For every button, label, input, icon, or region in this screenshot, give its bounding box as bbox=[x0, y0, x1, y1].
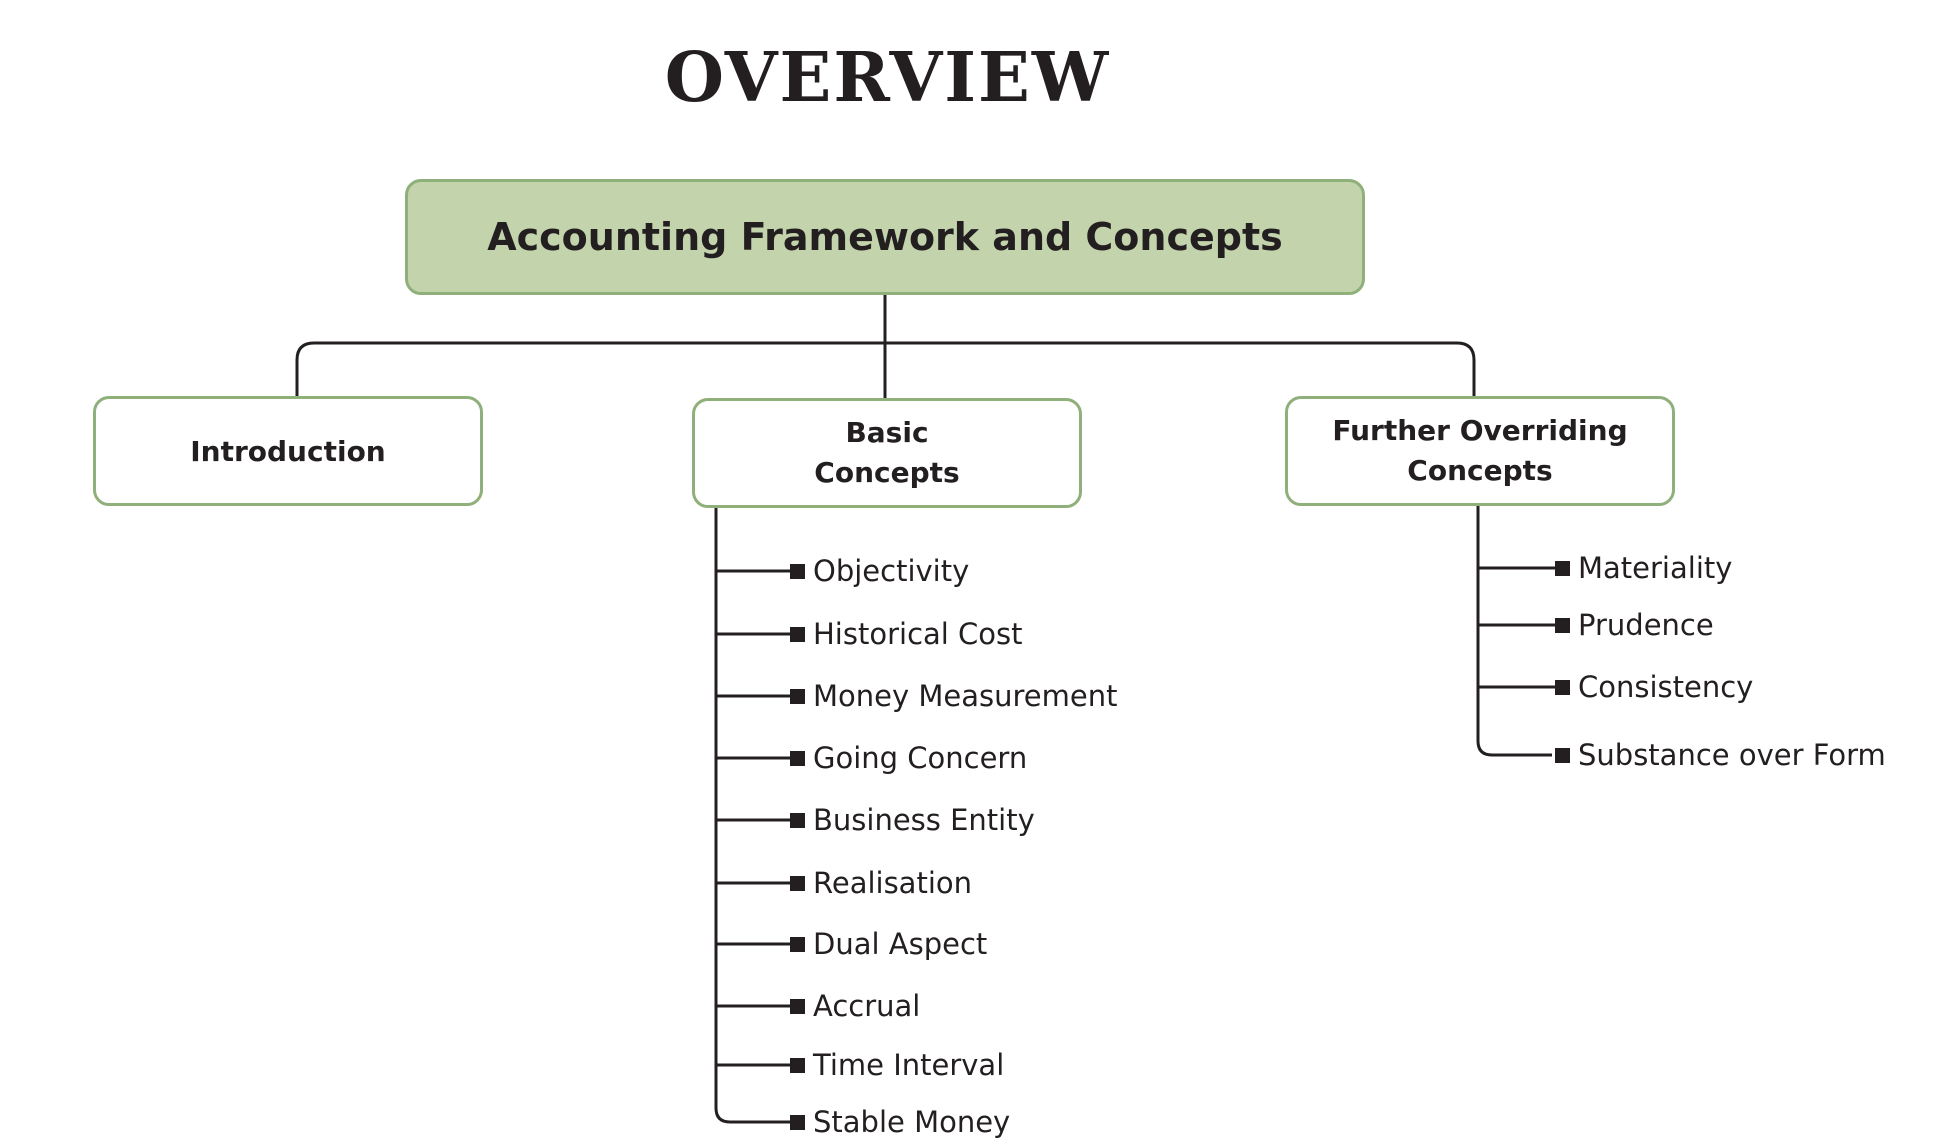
root-node: Accounting Framework and Concepts bbox=[405, 179, 1365, 295]
node-basic-concepts-label-line: Basic bbox=[845, 416, 929, 449]
basic-spine-line bbox=[714, 508, 790, 1124]
further-concept-item-label: Substance over Form bbox=[1578, 738, 1886, 772]
further-concept-item-label: Prudence bbox=[1578, 608, 1714, 642]
basic-concept-item: Dual Aspect bbox=[790, 924, 987, 964]
basic-concept-item-label: Accrual bbox=[813, 989, 921, 1023]
square-bullet-icon bbox=[1555, 617, 1570, 633]
node-basic-concepts: Basic Concepts bbox=[692, 398, 1082, 508]
basic-concept-item: Money Measurement bbox=[790, 676, 1117, 716]
basic-tick-lines bbox=[716, 569, 797, 1067]
square-bullet-icon bbox=[790, 998, 805, 1014]
basic-concept-item: Going Concern bbox=[790, 738, 1027, 778]
square-bullet-icon bbox=[1555, 560, 1570, 576]
further-concept-item-label: Consistency bbox=[1578, 670, 1754, 704]
basic-concept-item: Stable Money bbox=[790, 1102, 1010, 1142]
further-concept-item: Consistency bbox=[1555, 667, 1753, 707]
basic-concept-item-label: Dual Aspect bbox=[813, 927, 988, 961]
basic-concept-item-label: Historical Cost bbox=[813, 617, 1023, 651]
node-introduction-label: Introduction bbox=[190, 434, 386, 468]
square-bullet-icon bbox=[790, 688, 805, 704]
further-spine-line bbox=[1476, 506, 1552, 757]
basic-concept-item-label: Realisation bbox=[813, 866, 973, 900]
square-bullet-icon bbox=[790, 812, 805, 828]
page-title: OVERVIEW bbox=[664, 38, 1111, 118]
root-node-label: Accounting Framework and Concepts bbox=[487, 215, 1283, 259]
basic-concept-item: Objectivity bbox=[790, 551, 969, 591]
square-bullet-icon bbox=[1555, 747, 1570, 763]
basic-concept-item: Historical Cost bbox=[790, 614, 1023, 654]
further-concept-item-label: Materiality bbox=[1578, 551, 1733, 585]
basic-concept-item-label: Money Measurement bbox=[813, 679, 1118, 713]
square-bullet-icon bbox=[790, 750, 805, 766]
square-bullet-icon bbox=[790, 563, 805, 579]
basic-concept-item-label: Business Entity bbox=[813, 803, 1035, 837]
node-further-concepts-label-line: Concepts bbox=[1407, 454, 1553, 487]
node-further-concepts-label-line: Further Overriding bbox=[1332, 414, 1628, 447]
node-basic-concepts-label-line: Concepts bbox=[814, 456, 960, 489]
node-introduction: Introduction bbox=[93, 396, 483, 506]
basic-concept-item-label: Time Interval bbox=[813, 1048, 1005, 1082]
basic-concept-item: Realisation bbox=[790, 863, 972, 903]
square-bullet-icon bbox=[790, 1057, 805, 1073]
square-bullet-icon bbox=[1555, 679, 1570, 695]
basic-concept-item-label: Going Concern bbox=[813, 741, 1028, 775]
basic-concept-item-label: Stable Money bbox=[813, 1105, 1011, 1139]
basic-concept-item: Business Entity bbox=[790, 800, 1035, 840]
further-tick-lines bbox=[1478, 566, 1562, 689]
basic-concept-item: Accrual bbox=[790, 986, 920, 1026]
square-bullet-icon bbox=[790, 626, 805, 642]
square-bullet-icon bbox=[790, 875, 805, 891]
further-concept-item: Substance over Form bbox=[1555, 735, 1886, 775]
square-bullet-icon bbox=[790, 936, 805, 952]
basic-concept-item-label: Objectivity bbox=[813, 554, 970, 588]
node-further-overriding-concepts: Further Overriding Concepts bbox=[1285, 396, 1675, 506]
basic-concept-item: Time Interval bbox=[790, 1045, 1004, 1085]
further-concept-item: Materiality bbox=[1555, 548, 1732, 588]
square-bullet-icon bbox=[790, 1114, 805, 1130]
branch-bus-line bbox=[295, 341, 1476, 396]
further-concept-item: Prudence bbox=[1555, 605, 1714, 645]
